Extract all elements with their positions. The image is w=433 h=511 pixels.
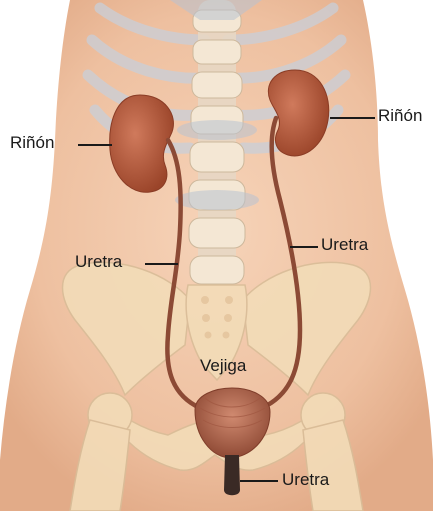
label-ureter-left: Uretra — [75, 252, 122, 272]
label-bladder: Vejiga — [200, 356, 246, 376]
urethra — [224, 455, 240, 495]
label-kidney-left: Riñón — [10, 133, 54, 153]
label-urethra: Uretra — [282, 470, 329, 490]
label-kidney-right: Riñón — [378, 106, 422, 126]
label-ureter-right: Uretra — [321, 235, 368, 255]
